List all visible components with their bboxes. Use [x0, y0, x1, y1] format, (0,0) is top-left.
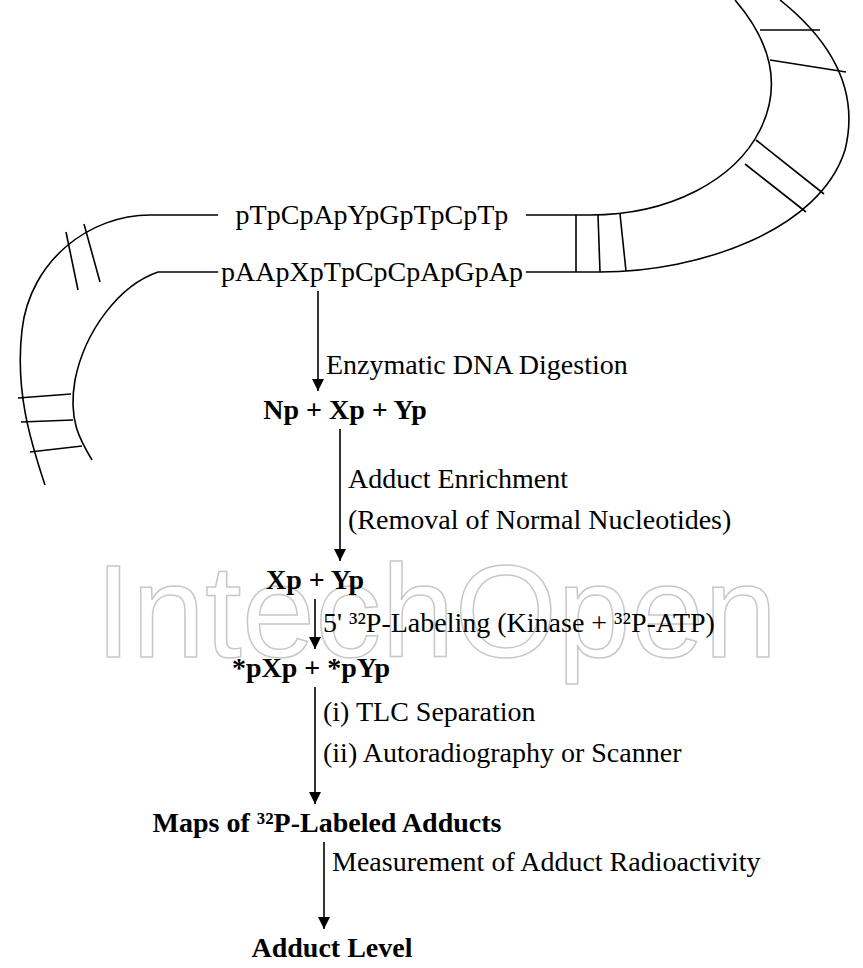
strand-stub: [526, 271, 600, 273]
step-label: Measurement of Adduct Radioactivity: [332, 846, 760, 878]
step-label: (i) TLC Separation: [323, 696, 536, 728]
helix-strand: [590, 0, 771, 215]
adduct-level: Adduct Level: [252, 932, 413, 964]
base-pair-rung: [770, 60, 846, 72]
base-pair-rung: [760, 29, 820, 31]
helix-strand: [73, 272, 158, 460]
base-pair-rung: [21, 420, 73, 422]
helix-strand: [600, 0, 849, 272]
step-label: Enzymatic DNA Digestion: [326, 349, 628, 381]
step-product: Adduct Level: [252, 932, 413, 964]
label-holder: (ii) Autoradiography or Scanner: [323, 737, 681, 769]
dna-strand-sequence: pTpCpApYpGpTpCpTp: [221, 199, 523, 231]
strand-stub: [526, 214, 590, 216]
label-holder: (Removal of Normal Nucleotides): [348, 504, 731, 536]
step-label: Adduct Enrichment: [348, 463, 568, 495]
base-pair-rung: [18, 394, 71, 398]
base-pair-rung: [620, 214, 626, 271]
base-pair-rung: [598, 215, 600, 272]
step-product: Np + Xp + Yp: [263, 394, 427, 426]
edge-label-holder: Measurement of Adduct Radioactivity: [332, 846, 760, 878]
nucleotide-mixture: Np + Xp + Yp: [263, 394, 427, 426]
base-pair-rung: [745, 164, 806, 212]
edge-label-holder: Enzymatic DNA Digestion: [326, 349, 628, 381]
base-pair-rung: [30, 446, 82, 452]
step-product: Xp + Yp: [266, 564, 364, 596]
adduct-map: Maps of ³²P-Labeled Adducts: [153, 807, 502, 839]
strand-stub: [150, 214, 218, 216]
strand-stub: [158, 271, 218, 273]
helix-strands: [20, 0, 849, 485]
labeled-adducts: *pXp + *pYp: [232, 652, 390, 684]
step-product: *pXp + *pYp: [232, 652, 390, 684]
edge-label-holder: Adduct Enrichment: [348, 463, 568, 495]
base-pair-rung: [84, 224, 100, 282]
step-product: Maps of ³²P-Labeled Adducts: [153, 807, 502, 839]
step-label: 5' ³²P-Labeling (Kinase + ³²P-ATP): [323, 607, 715, 639]
edge-label-holder: 5' ³²P-Labeling (Kinase + ³²P-ATP): [323, 607, 715, 639]
edge-label-holder: (i) TLC Separation: [323, 696, 536, 728]
flow-arrow: [323, 842, 325, 929]
base-pair-rung: [66, 232, 78, 290]
helix-strand: [20, 215, 150, 485]
base-pair-rung: [756, 140, 824, 194]
dna-duplex: pTpCpApYpGpTpCpTp pAApXpTpCpCpApGpAp: [221, 199, 523, 288]
flow-arrow: [314, 687, 316, 804]
flow-arrow: [317, 291, 319, 391]
helix-rungs: [18, 30, 846, 452]
enriched-adducts: Xp + Yp: [266, 564, 364, 596]
step-note: (Removal of Normal Nucleotides): [348, 504, 731, 536]
step-note: (ii) Autoradiography or Scanner: [323, 737, 681, 769]
base-pair-rung: [575, 215, 577, 272]
dna-strand-sequence: pAApXpTpCpCpApGpAp: [221, 256, 523, 288]
